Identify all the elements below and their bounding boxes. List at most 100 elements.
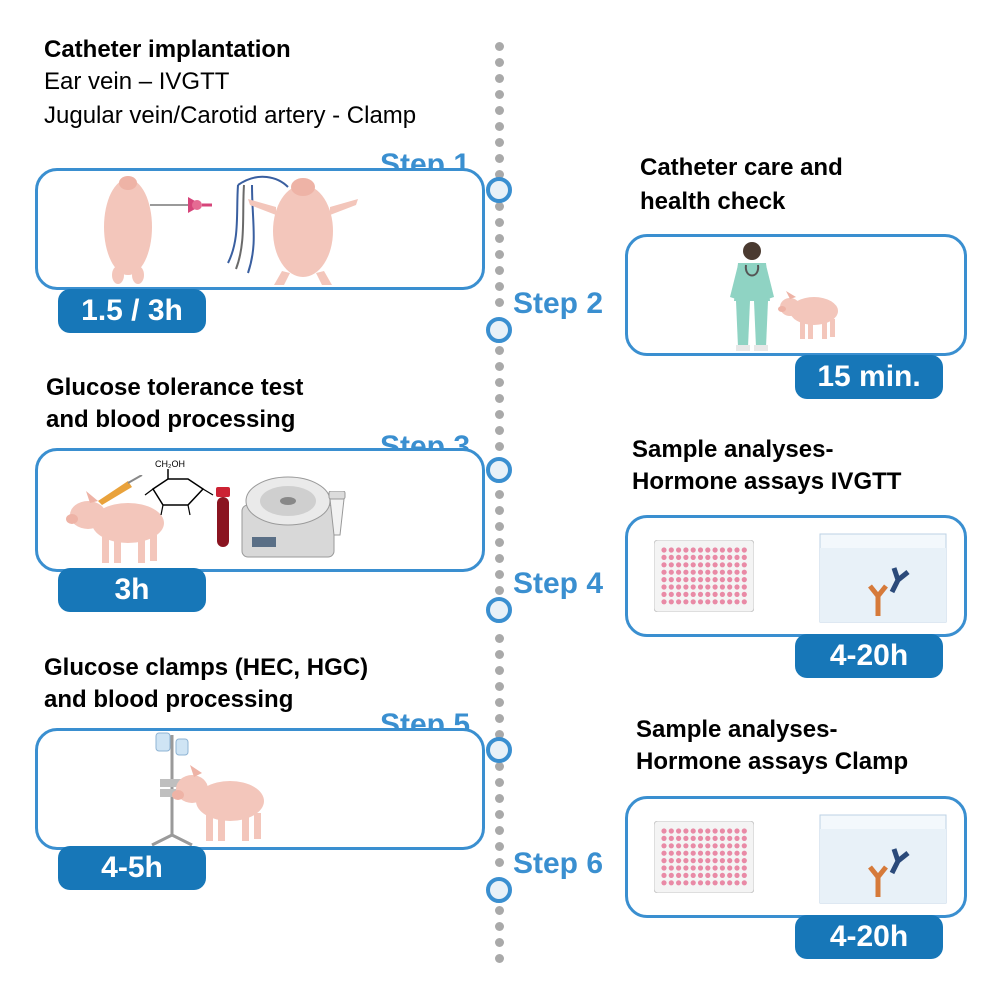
- microplate-well: [741, 599, 747, 605]
- timeline-node-step-5: [486, 737, 512, 763]
- timeline-dot: [494, 585, 504, 595]
- microplate-well: [712, 850, 718, 856]
- microplate-well: [676, 577, 682, 583]
- microplate-well: [697, 584, 704, 590]
- microplate-well: [712, 828, 718, 834]
- microplate-well: [676, 880, 682, 886]
- microplate-well: [719, 562, 725, 568]
- microplate-well: [683, 850, 689, 856]
- microplate-well: [690, 872, 696, 878]
- microplate-icon: [654, 540, 754, 612]
- microplate-well: [661, 865, 667, 871]
- step6-title-2: Hormone assays Clamp: [636, 748, 909, 775]
- microplate-well: [697, 858, 704, 864]
- microplate-well: [734, 554, 740, 560]
- microplate-well: [683, 554, 689, 560]
- timeline-dot: [494, 681, 504, 691]
- microplate-well: [676, 562, 682, 568]
- microplate-well: [705, 880, 711, 886]
- microplate-well: [734, 872, 740, 878]
- microplate-well: [712, 843, 718, 849]
- antibody-beaker-icon: [819, 814, 947, 904]
- microplate-well: [683, 577, 689, 583]
- timeline-dot: [494, 905, 504, 915]
- step6-label: Step 6: [513, 847, 604, 880]
- microplate-well: [741, 562, 747, 568]
- step5-card: [35, 728, 485, 850]
- microplate-well: [668, 562, 674, 568]
- microplate-well: [697, 835, 704, 841]
- timeline-dot: [494, 633, 504, 643]
- glucose-molecule-icon: CH₂OH: [144, 459, 214, 516]
- microplate-well: [705, 850, 711, 856]
- microplate-well: [727, 569, 733, 575]
- step2-title-1: Catheter care and: [640, 154, 843, 181]
- microplate-well: [676, 547, 682, 553]
- microplate-well: [712, 554, 718, 560]
- microplate-well: [741, 569, 747, 575]
- microplate-well: [683, 562, 689, 568]
- timeline-dot: [494, 777, 504, 787]
- microplate-well: [705, 835, 711, 841]
- microplate-well: [712, 865, 718, 871]
- microplate-well: [676, 599, 682, 605]
- microplate-well: [668, 577, 674, 583]
- microplate-well: [683, 865, 689, 871]
- microplate-well: [705, 547, 711, 553]
- microplate-icon: [654, 821, 754, 893]
- microplate-well: [690, 850, 696, 856]
- microplate-well: [697, 577, 704, 583]
- microplate-well: [661, 599, 667, 605]
- microplate-well: [697, 599, 704, 605]
- microplate-well: [727, 828, 733, 834]
- microplate-well: [676, 850, 682, 856]
- microplate-well: [705, 858, 711, 864]
- timeline-node-step-1: [486, 177, 512, 203]
- microplate-well: [719, 599, 725, 605]
- microplate-well: [712, 591, 718, 597]
- timeline-dot: [494, 825, 504, 835]
- timeline-dot: [494, 729, 504, 739]
- microplate-well: [705, 865, 711, 871]
- microplate-well: [741, 865, 747, 871]
- microplate-well: [719, 872, 725, 878]
- microplate-well: [697, 843, 704, 849]
- microplate-well: [719, 835, 725, 841]
- timeline-dot: [494, 41, 504, 51]
- pig-injection-icon: [66, 475, 164, 563]
- step2-title-2: health check: [640, 188, 786, 215]
- microplate-well: [734, 858, 740, 864]
- microplate-well: [668, 591, 674, 597]
- step4-duration-badge: 4-20h: [795, 634, 943, 678]
- microplate-well: [741, 858, 747, 864]
- microplate-well: [661, 880, 667, 886]
- microplate-well: [668, 843, 674, 849]
- microplate-well: [719, 584, 725, 590]
- microplate-well: [683, 843, 689, 849]
- microplate-well: [697, 872, 704, 878]
- microplate-well: [719, 865, 725, 871]
- step3-title-1: Glucose tolerance test: [46, 374, 304, 401]
- microplate-well: [661, 872, 667, 878]
- microplate-well: [741, 843, 747, 849]
- microplate-well: [734, 547, 740, 553]
- microplate-well: [727, 865, 733, 871]
- timeline-dot: [494, 441, 504, 451]
- microplate-well: [719, 843, 725, 849]
- microplate-well: [683, 835, 689, 841]
- timeline-dot: [494, 89, 504, 99]
- microplate-well: [734, 850, 740, 856]
- microplate-well: [741, 591, 747, 597]
- timeline-dot: [494, 761, 504, 771]
- microplate-well: [719, 569, 725, 575]
- microplate-well: [697, 591, 704, 597]
- timeline-dot: [494, 217, 504, 227]
- microplate-well: [690, 858, 696, 864]
- microplate-well: [661, 554, 667, 560]
- step4-card: [625, 515, 967, 637]
- timeline-dot: [494, 665, 504, 675]
- microplate-well: [741, 850, 747, 856]
- catheter-icon: [150, 197, 212, 213]
- microplate-well: [719, 828, 725, 834]
- timeline-dot: [494, 649, 504, 659]
